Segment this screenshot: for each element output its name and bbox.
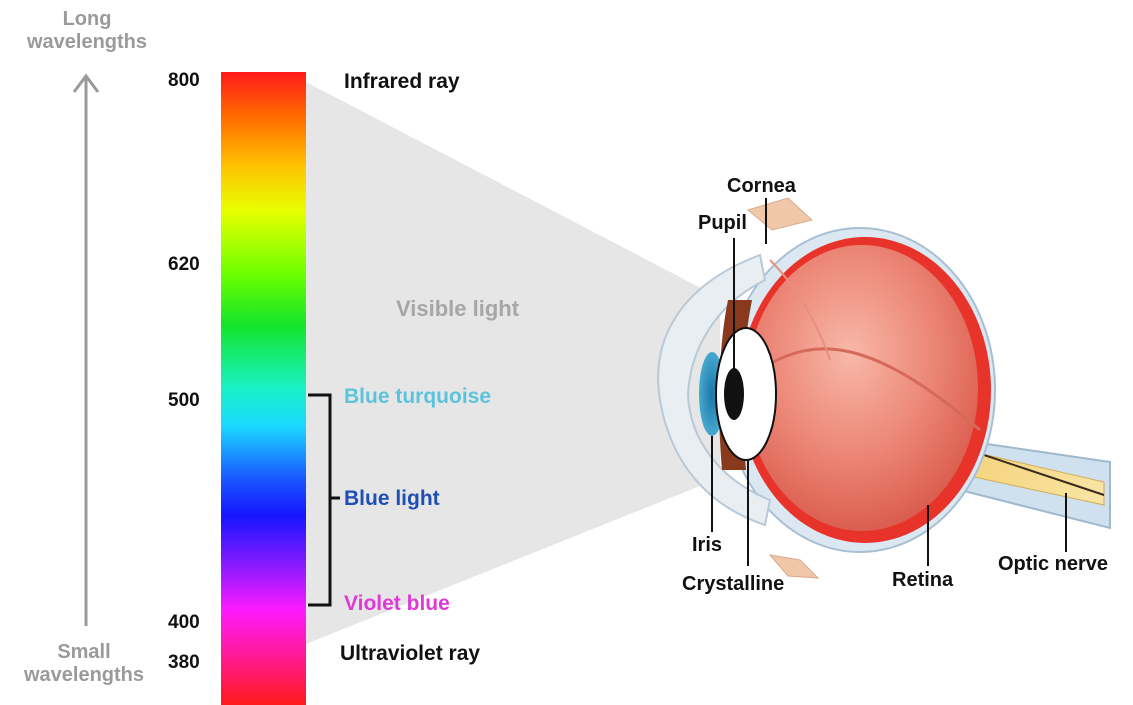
- long-label-line1: Long: [12, 8, 162, 31]
- ultraviolet-ray-label: Ultraviolet ray: [340, 642, 480, 666]
- tick-400: 400: [168, 612, 200, 634]
- wavelength-axis-arrow: [74, 76, 98, 626]
- long-label-line2: wavelengths: [12, 31, 162, 54]
- infrared-ray-label: Infrared ray: [344, 70, 460, 94]
- tick-380: 380: [168, 652, 200, 674]
- long-wavelengths-label: Long wavelengths: [12, 8, 162, 54]
- blue-light-label: Blue light: [344, 487, 440, 511]
- blue-turquoise-label: Blue turquoise: [344, 385, 491, 409]
- tick-620: 620: [168, 254, 200, 276]
- tick-500: 500: [168, 390, 200, 412]
- optic-nerve-label: Optic nerve: [998, 553, 1108, 576]
- small-wavelengths-label: Small wavelengths: [4, 641, 164, 687]
- iris-label: Iris: [692, 534, 722, 557]
- crystalline-label: Crystalline: [682, 573, 784, 596]
- spectrum-bar: [221, 72, 306, 705]
- tick-800: 800: [168, 70, 200, 92]
- eye-illustration: [658, 198, 1110, 578]
- cornea-label: Cornea: [727, 175, 796, 198]
- visible-light-beam: [306, 82, 720, 644]
- small-label-line2: wavelengths: [4, 664, 164, 687]
- violet-blue-label: Violet blue: [344, 592, 450, 616]
- small-label-line1: Small: [4, 641, 164, 664]
- pupil-label: Pupil: [698, 212, 747, 235]
- visible-light-label: Visible light: [396, 296, 519, 322]
- retina-label: Retina: [892, 569, 953, 592]
